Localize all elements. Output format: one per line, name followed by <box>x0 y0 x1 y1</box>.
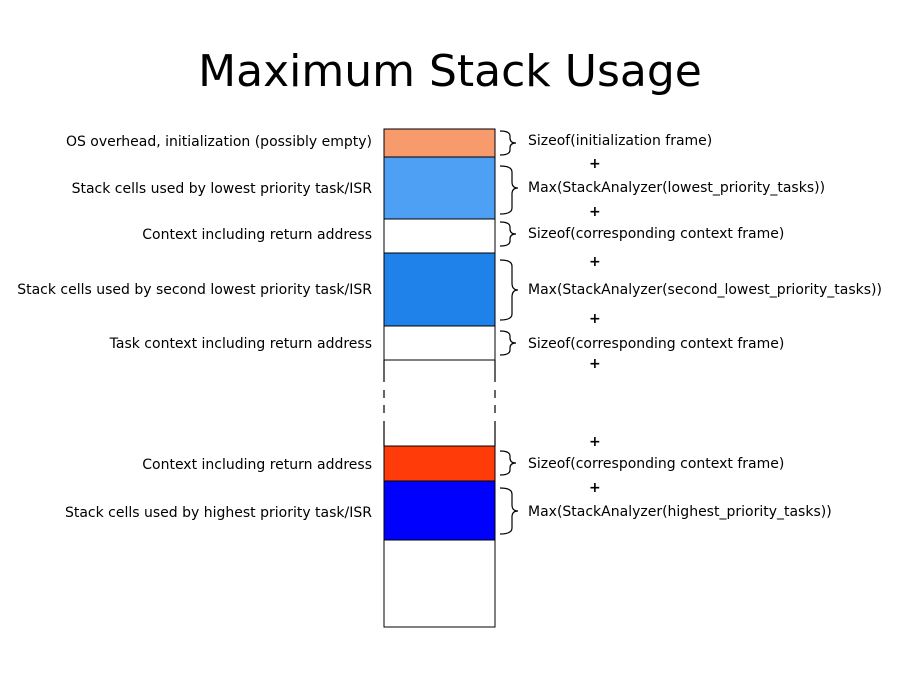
formula-second-lowest-priority-tasks: Max(StackAnalyzer(second_lowest_priority… <box>528 282 882 298</box>
plus-sign: + <box>589 204 601 220</box>
segment-os-overhead <box>383 128 496 158</box>
segment-highest-task <box>383 480 496 541</box>
brace-context-highest <box>499 450 517 476</box>
label-context-highest: Context including return address <box>142 457 372 473</box>
label-highest-task: Stack cells used by highest priority tas… <box>64 505 372 521</box>
segment-context-highest <box>383 445 496 482</box>
label-task-context: Task context including return address <box>109 336 372 352</box>
formula-highest-priority-tasks: Max(StackAnalyzer(highest_priority_tasks… <box>528 504 832 520</box>
formula-initialization-frame: Sizeof(initialization frame) <box>528 133 713 149</box>
brace-task-context <box>499 330 517 356</box>
brace-highest-task <box>499 487 519 535</box>
label-os-overhead: OS overhead, initialization (possibly em… <box>65 134 372 150</box>
segment-empty-bottom <box>383 539 496 628</box>
brace-initialization <box>499 130 517 156</box>
plus-sign: + <box>589 480 601 496</box>
label-context-1: Context including return address <box>142 227 372 243</box>
brace-lowest-task <box>499 165 519 215</box>
brace-context-1 <box>499 221 517 247</box>
plus-sign: + <box>589 311 601 327</box>
brace-second-lowest-task <box>499 259 519 321</box>
formula-context-frame-1: Sizeof(corresponding context frame) <box>528 226 785 242</box>
segment-lowest-task <box>383 156 496 220</box>
segment-second-lowest-task <box>383 252 496 327</box>
label-lowest-task: Stack cells used by lowest priority task… <box>71 181 372 197</box>
plus-sign: + <box>589 254 601 270</box>
formula-lowest-priority-tasks: Max(StackAnalyzer(lowest_priority_tasks)… <box>528 180 826 196</box>
formula-context-frame-3: Sizeof(corresponding context frame) <box>528 456 785 472</box>
formula-context-frame-2: Sizeof(corresponding context frame) <box>528 336 785 352</box>
segment-context-1 <box>383 218 496 254</box>
plus-sign: + <box>589 156 601 172</box>
plus-sign: + <box>589 434 601 450</box>
page-title: Maximum Stack Usage <box>198 46 702 97</box>
segment-task-context <box>383 325 496 361</box>
label-second-lowest-task: Stack cells used by second lowest priori… <box>17 282 372 298</box>
plus-sign: + <box>589 356 601 372</box>
